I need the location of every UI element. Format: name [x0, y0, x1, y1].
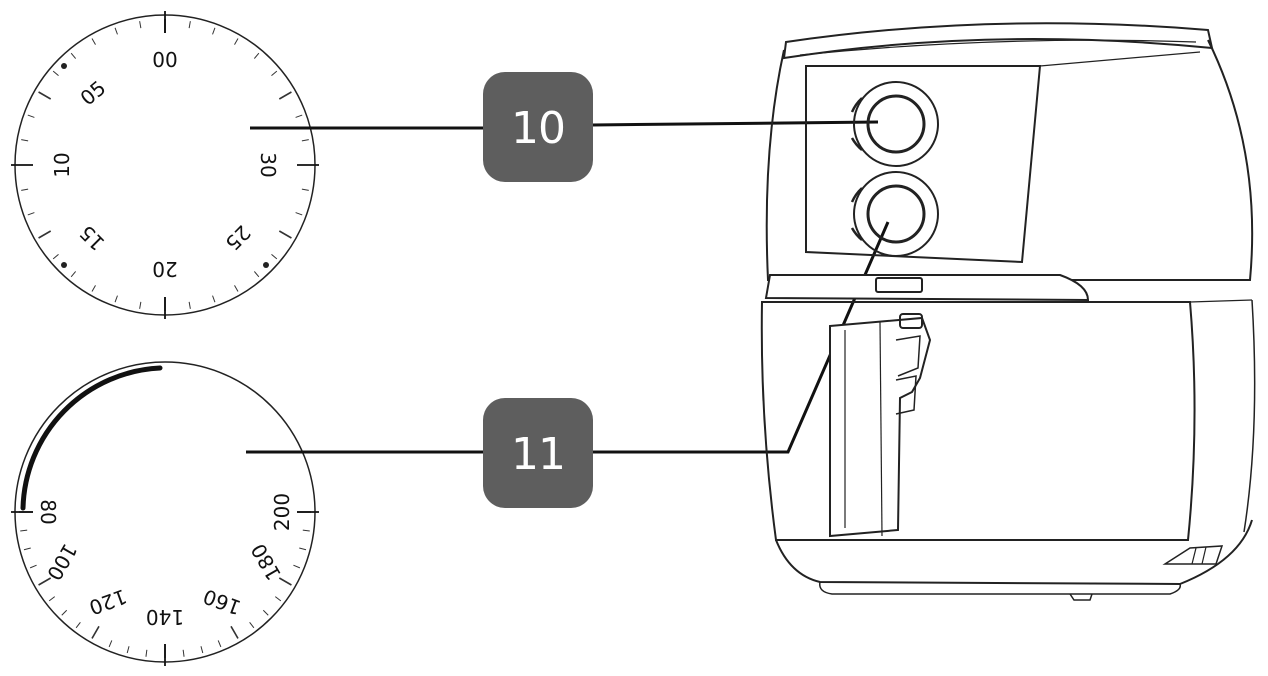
timer-label-30: 30 — [256, 152, 280, 177]
fryer-basket — [760, 301, 1196, 541]
temp-label-200: 200 — [270, 493, 294, 531]
timer-dial-tick — [21, 139, 29, 142]
temperature-dial-tick — [126, 646, 130, 654]
timer-dial-tick — [21, 188, 29, 191]
temperature-dial-tick — [23, 547, 31, 551]
timer-dial-tick — [271, 253, 278, 260]
temperature-dial-tick — [217, 640, 222, 648]
callout-badge-11: 11 — [483, 398, 593, 508]
temperature-dial-tick — [249, 621, 255, 629]
timer-dial-tick — [38, 91, 52, 100]
temperature-dial-tick — [29, 564, 37, 569]
callout-number-10: 10 — [511, 103, 565, 154]
fryer-control-panel — [805, 65, 1042, 264]
fryer-base — [775, 519, 1253, 586]
timer-dial-tick — [139, 301, 142, 309]
timer-label-10: 10 — [50, 152, 74, 177]
temperature-dial-tick — [145, 649, 148, 657]
timer-label-20: 20 — [152, 257, 177, 281]
leader-line-timer-right — [591, 120, 879, 127]
timer-dial-tick — [38, 230, 52, 239]
temperature-dial-tick — [302, 529, 310, 532]
callout-badge-10: 10 — [483, 72, 593, 182]
timer-dial-tick — [188, 301, 191, 309]
timer-dial: 00 05 10 15 20 25 30 — [14, 14, 316, 316]
timer-dial-tick — [234, 285, 239, 292]
timer-dial-tick — [52, 253, 59, 260]
temperature-dial-tick — [274, 596, 282, 602]
timer-dial-tick — [278, 230, 292, 239]
temperature-dial-tick — [38, 577, 52, 586]
timer-dial-tick — [212, 295, 216, 303]
fryer-basket-handle — [829, 313, 932, 538]
temperature-dial-tick — [262, 609, 269, 616]
temperature-dial-tick — [61, 609, 68, 616]
timer-dot-marker — [263, 262, 269, 268]
temperature-dial-tick — [91, 625, 100, 639]
timer-dial-tick — [70, 52, 77, 59]
temperature-knob — [850, 171, 939, 257]
temperature-dial-tick — [200, 646, 204, 654]
temperature-dial-tick — [75, 621, 81, 629]
timer-dial-tick — [253, 52, 260, 59]
timer-dial-tick — [234, 38, 239, 45]
timer-dial-tick — [91, 38, 96, 45]
fryer-shelf — [764, 274, 1090, 302]
temperature-dial-tick — [20, 529, 28, 532]
timer-dial-tick — [295, 114, 303, 118]
fryer-rear-vent — [1162, 545, 1224, 565]
temperature-dial-tick — [48, 596, 56, 602]
timer-dial-tick — [212, 27, 216, 35]
temp-label-140: 140 — [146, 605, 184, 629]
callout-number-11: 11 — [511, 429, 565, 480]
timer-dial-tick — [301, 188, 309, 191]
timer-dot-marker — [61, 262, 67, 268]
timer-dial-tick — [253, 271, 260, 278]
timer-dial-tick — [52, 70, 59, 77]
timer-label-00: 00 — [152, 48, 177, 72]
temperature-dial: 80 100 120 140 160 180 200 — [14, 361, 316, 663]
temperature-dial-tick — [299, 547, 307, 551]
timer-dial-tick — [91, 285, 96, 292]
timer-dial-tick — [139, 21, 142, 29]
timer-knob — [850, 81, 939, 167]
timer-dial-tick — [271, 70, 278, 77]
timer-dot-marker — [61, 63, 67, 69]
temperature-dial-tick — [182, 649, 185, 657]
timer-dial-tick — [114, 27, 118, 35]
air-fryer-illustration — [760, 22, 1256, 601]
temperature-dial-tick — [230, 625, 239, 639]
timer-dial-tick — [27, 212, 35, 216]
temperature-dial-tick — [293, 564, 301, 569]
temperature-dial-tick — [278, 577, 292, 586]
timer-dial-tick — [114, 295, 118, 303]
temperature-dial-tick — [108, 640, 113, 648]
temp-label-80: 80 — [36, 499, 60, 524]
timer-dial-tick — [278, 91, 292, 100]
timer-dial-tick — [188, 21, 191, 29]
timer-dial-tick — [70, 271, 77, 278]
timer-dial-tick — [301, 139, 309, 142]
fryer-upper-body — [765, 39, 1254, 281]
timer-dial-tick — [27, 114, 35, 118]
fryer-release-button — [875, 277, 923, 293]
timer-dial-tick — [295, 212, 303, 216]
temperature-range-arc — [20, 365, 163, 511]
